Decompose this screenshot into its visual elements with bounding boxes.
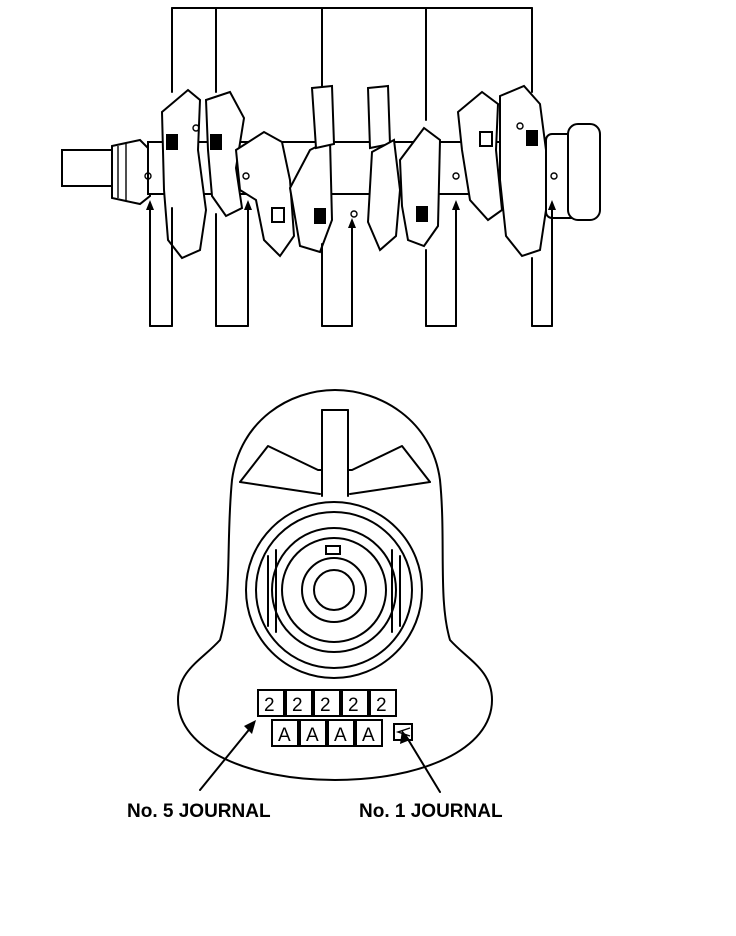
main-code-3: 2: [320, 695, 331, 716]
rod-code-4: A: [362, 725, 375, 746]
no5-journal-label: No. 5 JOURNAL: [127, 801, 271, 822]
main-code-box: [341, 689, 369, 717]
main-code-4: 2: [348, 695, 359, 716]
rod-code-box: [299, 719, 327, 747]
rod-code-3: A: [334, 725, 347, 746]
main-code-1: 2: [264, 695, 275, 716]
web-groove: [239, 409, 431, 497]
main-code-box: [313, 689, 341, 717]
web-outline: [177, 389, 493, 781]
keyway: [325, 545, 341, 555]
main-code-box: [285, 689, 313, 717]
rod-code-1: A: [278, 725, 291, 746]
crank-snout: [61, 138, 151, 206]
bottom-arrows: [149, 203, 553, 327]
no1-journal-label: No. 1 JOURNAL: [359, 801, 503, 822]
journal-marks: [166, 130, 538, 224]
crank-web-end-view: 2 2 2 2 2 A A A A: [177, 389, 493, 793]
crankshaft-illustration: [61, 7, 601, 327]
rod-journal-code-row: A A A A: [271, 719, 413, 747]
main-code-2: 2: [292, 695, 303, 716]
rod-code-box: [355, 719, 383, 747]
main-code-5: 2: [376, 695, 387, 716]
oil-holes: [144, 122, 558, 218]
main-journal-code-row: 2 2 2 2 2: [257, 689, 397, 717]
main-code-box: [257, 689, 285, 717]
journal-rings: [245, 501, 423, 679]
ring-side-bars: [267, 549, 401, 633]
rod-code-box: [271, 719, 299, 747]
arrow-heads: [146, 200, 556, 228]
leader-frame-lines: [171, 7, 533, 121]
rod-code-2: A: [306, 725, 319, 746]
direction-mark-icon: [395, 727, 411, 737]
label-leaders: [199, 720, 441, 793]
rod-code-box: [327, 719, 355, 747]
main-code-box: [369, 689, 397, 717]
crank-flange: [545, 123, 601, 221]
